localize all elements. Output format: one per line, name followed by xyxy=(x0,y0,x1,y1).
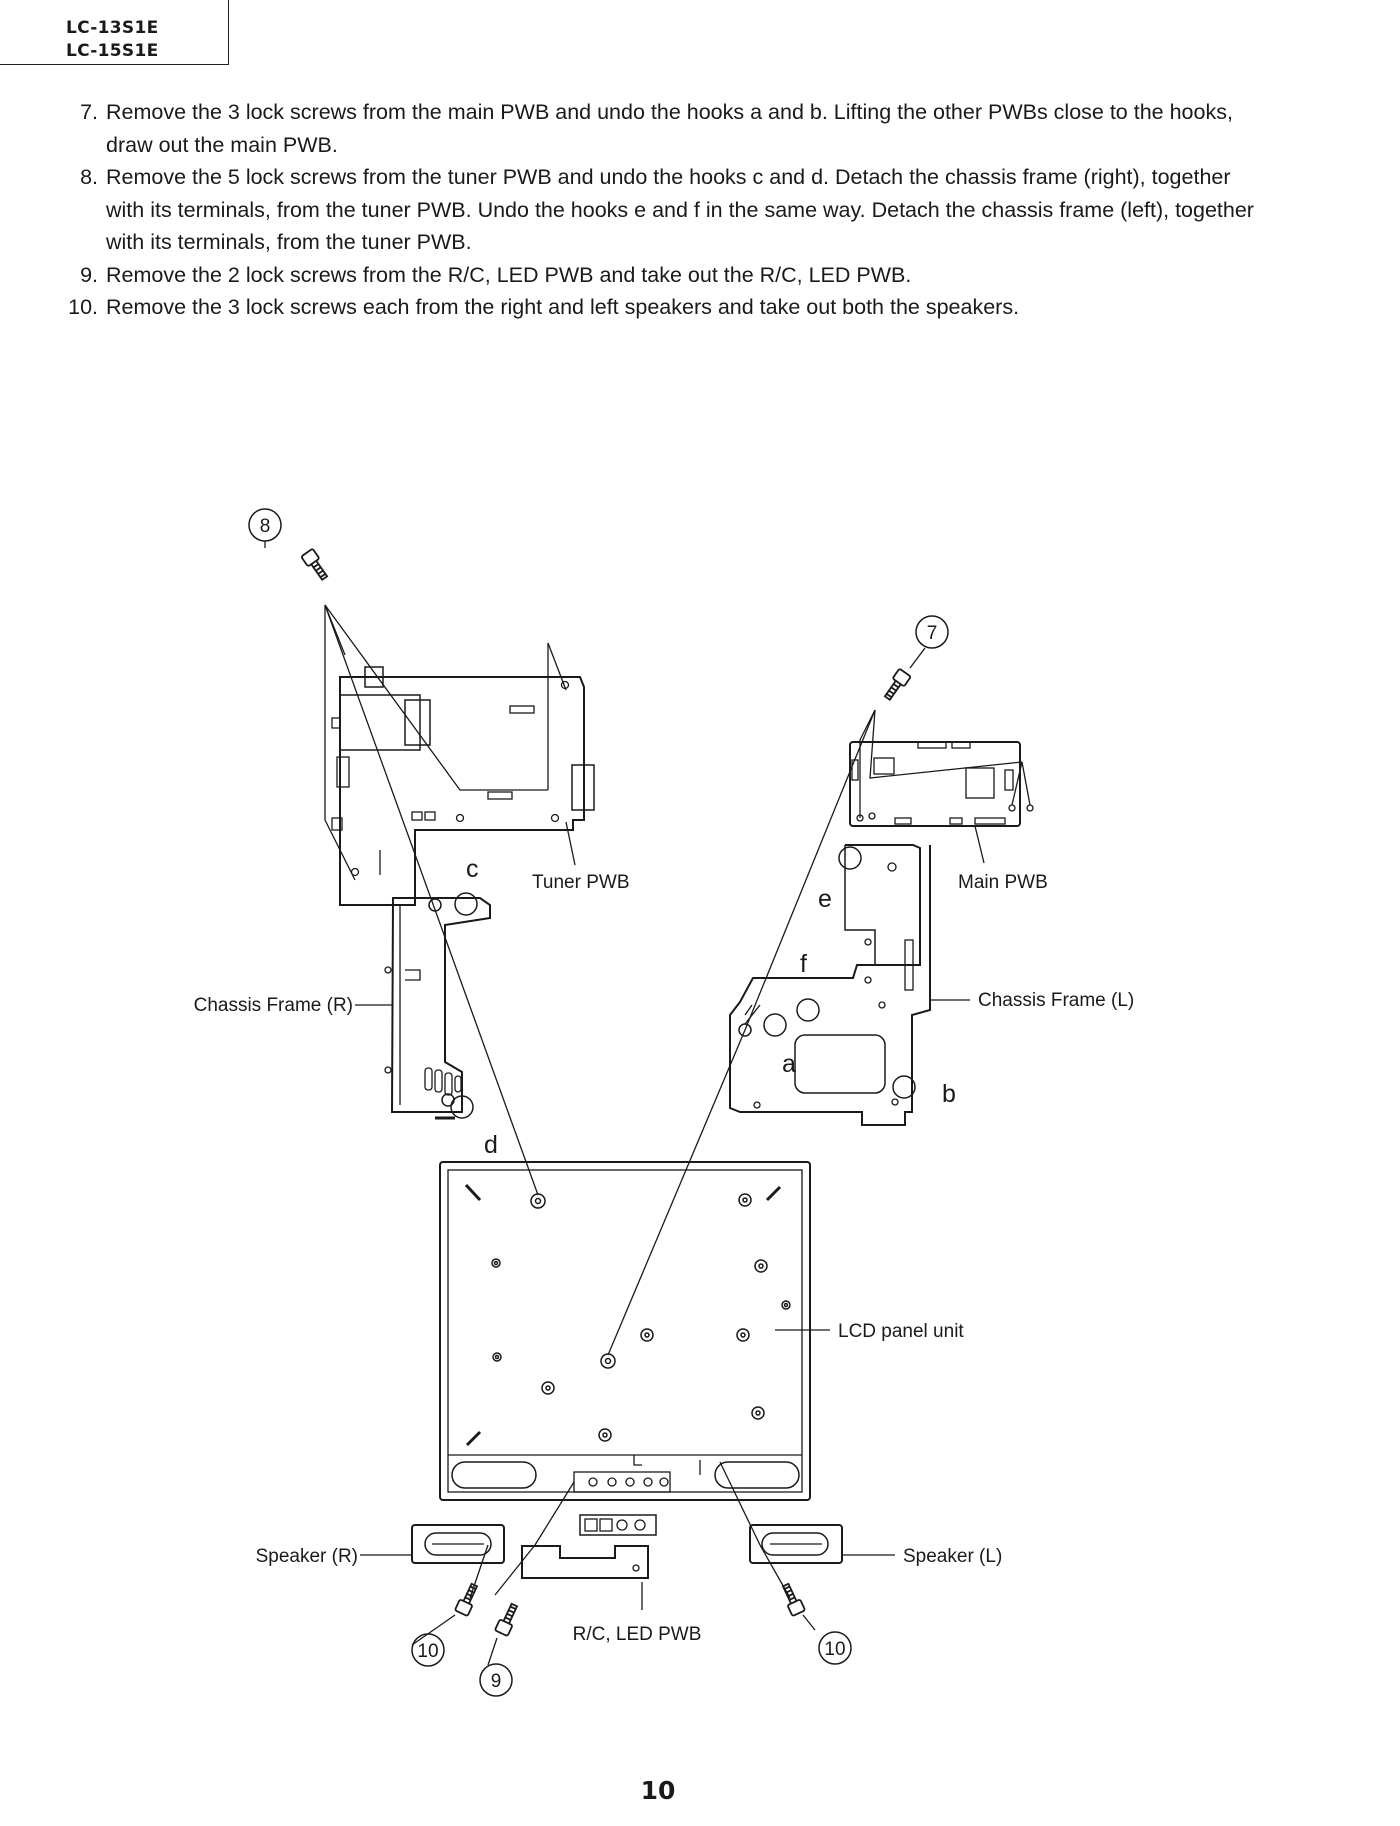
screw-hole-icon xyxy=(736,1328,750,1342)
screw-hole-icon xyxy=(491,1258,501,1268)
label-chassis-frame-l: Chassis Frame (L) xyxy=(978,990,1134,1011)
label-speaker-l: Speaker (L) xyxy=(903,1546,1002,1567)
model-number-1: LC-13S1E xyxy=(66,18,159,38)
callout-9: 9 xyxy=(491,1671,502,1692)
callout-7: 7 xyxy=(927,623,938,644)
lcd-panel-unit xyxy=(439,1161,811,1501)
hook-b-marker xyxy=(892,1075,916,1099)
screw-hole-icon xyxy=(751,1406,765,1420)
screw-icon xyxy=(300,548,329,581)
screw-hole-icon xyxy=(640,1328,654,1342)
chassis-frame-l xyxy=(729,844,931,1126)
screw-hole-icon xyxy=(781,1300,791,1310)
step-text: Remove the 3 lock screws each from the r… xyxy=(106,295,1020,319)
step-number: 7. xyxy=(80,100,98,124)
model-header-box: LC-13S1E LC-15S1E xyxy=(0,0,229,65)
step-number: 10. xyxy=(68,295,98,319)
hook-a-marker xyxy=(763,1013,787,1037)
hook-c-marker xyxy=(454,892,478,916)
chassis-frame-r xyxy=(384,897,491,1120)
hook-letter-d: d xyxy=(484,1131,498,1159)
step-item: 10. Remove the 3 lock screws each from t… xyxy=(58,291,1258,324)
callout-10-right: 10 xyxy=(417,1641,438,1662)
step-number: 9. xyxy=(80,262,98,287)
hook-letter-f: f xyxy=(800,950,807,978)
step-text: Remove the 5 lock screws from the tuner … xyxy=(106,165,1254,254)
step-item: 8. Remove the 5 lock screws from the tun… xyxy=(58,161,1258,259)
callout-10-left: 10 xyxy=(824,1639,845,1660)
screw-hole-icon xyxy=(738,1193,752,1207)
label-main-pwb: Main PWB xyxy=(958,872,1048,893)
label-speaker-r: Speaker (R) xyxy=(256,1546,358,1567)
screw-icon xyxy=(454,1582,479,1617)
rc-led-pwb xyxy=(521,1514,657,1579)
screw-icon xyxy=(883,668,912,701)
speaker-l xyxy=(749,1524,843,1564)
step-text: Remove the 3 lock screws from the main P… xyxy=(106,100,1233,157)
hook-e-marker xyxy=(838,846,862,870)
label-tuner-pwb: Tuner PWB xyxy=(532,872,630,893)
screw-hole-icon xyxy=(754,1259,768,1273)
hook-letter-e: e xyxy=(818,885,832,913)
screw-hole-icon xyxy=(541,1381,555,1395)
callout-8: 8 xyxy=(260,516,271,537)
screw-icon xyxy=(781,1582,806,1617)
screw-icon xyxy=(494,1602,519,1637)
screw-hole-icon xyxy=(530,1193,546,1209)
step-item: 9. Remove the 2 lock screws from the R/C… xyxy=(58,259,1258,292)
main-pwb xyxy=(849,741,1034,827)
step-number: 8. xyxy=(80,165,98,189)
label-lcd-panel-unit: LCD panel unit xyxy=(838,1321,964,1342)
hook-d-marker xyxy=(450,1095,474,1119)
hook-letter-c: c xyxy=(466,855,479,883)
step-item: 7. Remove the 3 lock screws from the mai… xyxy=(58,96,1258,161)
hook-f-marker xyxy=(796,998,820,1022)
screw-hole-icon xyxy=(598,1428,612,1442)
page-number: 10 xyxy=(640,1776,676,1805)
screw-hole-icon xyxy=(600,1353,616,1369)
speaker-r xyxy=(411,1524,505,1564)
model-number-2: LC-15S1E xyxy=(66,41,159,61)
instruction-steps: 7. Remove the 3 lock screws from the mai… xyxy=(58,96,1258,324)
step-text: Remove the 2 lock screws from the R/C, L… xyxy=(106,262,912,287)
hook-letter-b: b xyxy=(942,1080,956,1108)
label-rc-led-pwb: R/C, LED PWB xyxy=(573,1624,702,1645)
tuner-pwb xyxy=(331,642,595,906)
label-chassis-frame-r: Chassis Frame (R) xyxy=(194,995,353,1016)
screw-hole-icon xyxy=(492,1352,502,1362)
hook-letter-a: a xyxy=(782,1050,796,1078)
